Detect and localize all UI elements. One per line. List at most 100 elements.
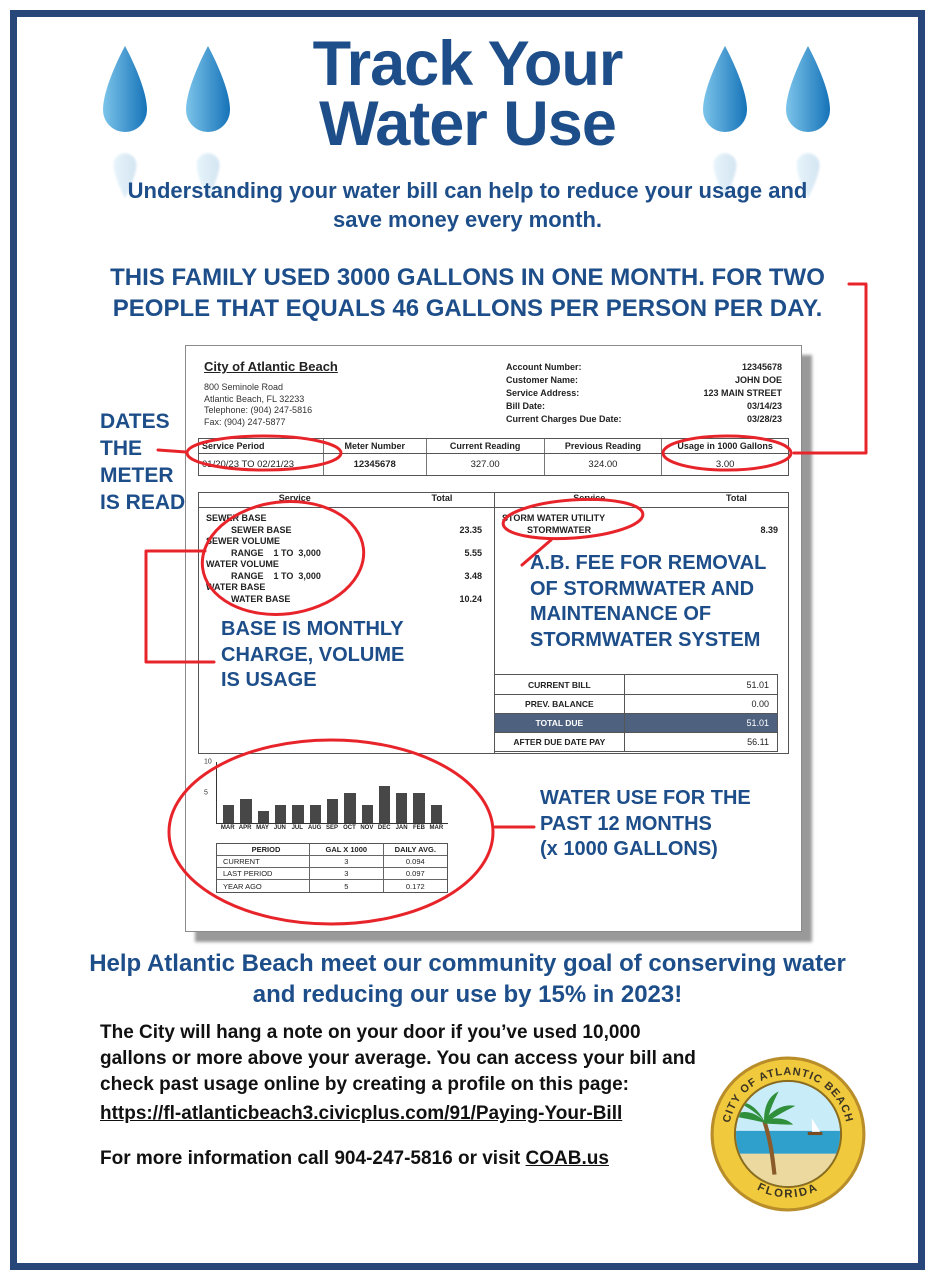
- bill-account-row: Service Address: 123 MAIN STREET: [506, 387, 782, 400]
- sewer-water-charges: SEWER BASE SEWER BASE 23.35 SEWER VOLUME…: [203, 513, 490, 605]
- usage-chart-bar: [361, 804, 373, 823]
- usage-table-row: YEAR AGO 5 0.172: [217, 880, 447, 892]
- bill-address-line: 800 Seminole Road: [204, 382, 284, 392]
- annotation-water-use-history: WATER USE FOR THE PAST 12 MONTHS (x 1000…: [540, 787, 751, 861]
- bill-account-block: Account Number: 12345678 Customer Name: …: [506, 361, 782, 426]
- palm-fronds: [736, 1091, 796, 1125]
- usage-chart-month-label: MAR: [429, 825, 444, 831]
- payment-summary-table: CURRENT BILL 51.01 PREV. BALANCE 0.00 TO…: [494, 674, 778, 752]
- summary-row-total-due: TOTAL DUE 51.01: [495, 713, 777, 732]
- charge-group: WATER BASE: [206, 582, 266, 592]
- meter-reading-table: Service Period Meter Number Current Read…: [198, 438, 789, 476]
- usage-cell: 0.172: [382, 880, 447, 892]
- summary-label: TOTAL DUE: [495, 714, 625, 732]
- bill-account-row: Bill Date: 03/14/23: [506, 400, 782, 413]
- summary-label: AFTER DUE DATE PAY: [495, 733, 625, 751]
- usage-chart-bar: [326, 798, 339, 823]
- customer-name-value: JOHN DOE: [734, 375, 782, 385]
- page-title-line1: Track Your: [312, 29, 624, 99]
- usage-chart-month-label: OCT: [343, 825, 356, 831]
- usage-chart-plot: 10 5: [204, 759, 448, 824]
- service-column-header: Service: [573, 493, 606, 503]
- page-title: Track Your Water Use: [0, 29, 935, 159]
- sailboat-icon: [811, 1118, 821, 1132]
- usage-chart-month-label: AUG: [307, 825, 322, 831]
- service-box-divider: [493, 493, 495, 753]
- usage-chart-month-label: MAY: [256, 825, 269, 831]
- city-seal-logo: CITY OF ATLANTIC BEACH FLORIDA: [710, 1056, 866, 1212]
- usage-chart-month-label: JUN: [273, 825, 286, 831]
- usage-claim-line2: PEOPLE THAT EQUALS 46 GALLONS PER PERSON…: [112, 294, 823, 322]
- summary-value: 56.11: [747, 737, 769, 747]
- annotation-base-vs-volume: BASE IS MONTHLY CHARGE, VOLUME IS USAGE: [221, 618, 405, 692]
- usage-table-row: LAST PERIOD 3 0.097: [217, 868, 447, 880]
- service-period-value: 01/20/23 TO 02/21/23: [202, 459, 295, 470]
- usage-cell: 0.094: [382, 856, 447, 867]
- meter-table-data-row: 01/20/23 TO 02/21/23 12345678 327.00 324…: [199, 454, 788, 475]
- usage-chart-ytick: 5: [204, 789, 208, 796]
- service-column-header: Service: [278, 493, 311, 503]
- usage-chart-bar: [430, 804, 443, 823]
- charge-item: SEWER BASE: [231, 524, 292, 535]
- usage-claim-line1: THIS FAMILY USED 3000 GALLONS IN ONE MON…: [110, 264, 825, 291]
- bill-account-row: Account Number: 12345678: [506, 361, 782, 374]
- charge-total: 3.48: [464, 570, 482, 581]
- header-usage-1000-gallons: Usage in 1000 Gallons: [661, 439, 788, 453]
- header-service-period: Service Period: [202, 441, 265, 451]
- header-current-reading: Current Reading: [425, 439, 544, 453]
- summary-label: PREV. BALANCE: [495, 695, 625, 713]
- annotation-dates-meter-read: DATES THE METER IS READ: [100, 410, 186, 514]
- usage-chart-month-label: FEB: [412, 825, 425, 831]
- usage-chart-month-label: JAN: [395, 825, 408, 831]
- usage-table-header-row: PERIOD GAL X 1000 DAILY AVG.: [217, 844, 447, 856]
- summary-value: 51.01: [746, 718, 769, 728]
- annotation-ab-fee: A.B. FEE FOR REMOVAL OF STORMWATER AND M…: [530, 552, 767, 651]
- charge-item: WATER BASE: [231, 593, 291, 604]
- usage-header-period: PERIOD: [251, 845, 281, 854]
- coab-link[interactable]: COAB.us: [525, 1148, 609, 1169]
- charge-item-row: RANGE 1 TO 3,000 5.55: [203, 548, 490, 560]
- usage-chart-bar: [378, 786, 391, 823]
- bill-date-label: Bill Date:: [506, 401, 546, 411]
- charge-item-row: WATER BASE 10.24: [203, 594, 490, 606]
- bill-address-line: Fax: (904) 247-5877: [204, 416, 286, 427]
- charge-item-row: STORMWATER 8.39: [499, 525, 786, 537]
- bill-address-line: Telephone: (904) 247-5816: [204, 405, 313, 415]
- charge-item: STORMWATER: [527, 524, 592, 535]
- charge-item: RANGE 1 TO 3,000: [231, 570, 321, 581]
- bill-utility-name: City of Atlantic Beach: [204, 359, 338, 374]
- usage-cell: 5: [309, 880, 383, 892]
- charge-item-row: SEWER BASE 23.35: [203, 525, 490, 537]
- usage-chart-month-label: MAR: [220, 825, 235, 831]
- summary-row-prev-balance: PREV. BALANCE 0.00: [495, 694, 777, 713]
- meter-table-header-row: Service Period Meter Number Current Read…: [199, 439, 788, 454]
- paying-your-bill-link[interactable]: https://fl-atlanticbeach3.civicplus.com/…: [100, 1102, 623, 1124]
- account-number-value: 12345678: [741, 362, 782, 372]
- header-meter-number: Meter Number: [322, 439, 426, 453]
- usage-chart-month-label: APR: [238, 825, 252, 831]
- conservation-goal-text: Help Atlantic Beach meet our community g…: [89, 950, 846, 1009]
- current-reading-value: 327.00: [425, 454, 544, 475]
- usage-chart-bar: [413, 792, 425, 823]
- usage-value: 3.00: [661, 454, 788, 475]
- usage-cell: CURRENT: [223, 857, 260, 866]
- usage-chart-bar: [344, 792, 356, 823]
- bill-utility-address: 800 Seminole Road Atlantic Beach, FL 322…: [204, 382, 312, 428]
- summary-value: 0.00: [751, 699, 769, 709]
- usage-chart-bar: [396, 792, 408, 823]
- page-border-frame: [10, 10, 925, 1270]
- charge-group: WATER VOLUME: [206, 559, 279, 569]
- page-title-line2: Water Use: [319, 89, 617, 159]
- usage-chart-month-label: JUL: [291, 825, 303, 831]
- usage-cell: 0.097: [382, 868, 447, 879]
- bill-address-line: Atlantic Beach, FL 32233: [204, 393, 305, 404]
- usage-chart-month-label: NOV: [360, 825, 374, 831]
- water-drop-icon: [778, 42, 838, 199]
- usage-chart-ytick: 10: [204, 758, 212, 766]
- more-info-line: For more information call 904-247-5816 o…: [100, 1148, 609, 1170]
- usage-chart-bar: [292, 804, 304, 823]
- page-subtitle: Understanding your water bill can help t…: [127, 178, 808, 233]
